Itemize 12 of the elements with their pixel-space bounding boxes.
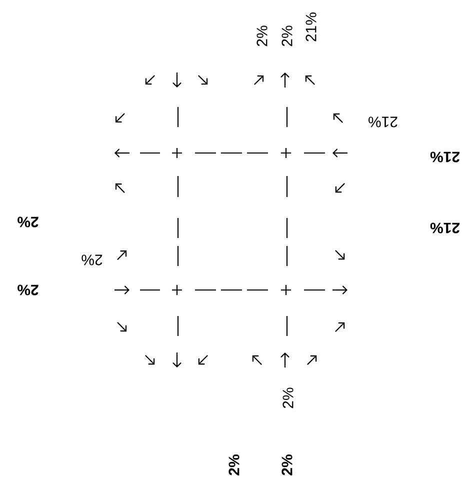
percent-label: 2%: [282, 454, 292, 476]
percent-label: 21%: [368, 116, 398, 128]
percent-label: 2%: [282, 26, 292, 46]
percent-label: 21%: [306, 12, 316, 42]
percent-label: 2%: [282, 388, 294, 408]
percent-label: 2%: [228, 454, 240, 476]
percent-label: 2%: [82, 254, 102, 266]
percent-label: 21%: [430, 222, 460, 234]
percent-label: 2%: [256, 26, 268, 46]
percent-label: 21%: [430, 152, 460, 162]
percent-label: 2%: [18, 284, 38, 296]
percent-label: 2%: [18, 216, 38, 228]
